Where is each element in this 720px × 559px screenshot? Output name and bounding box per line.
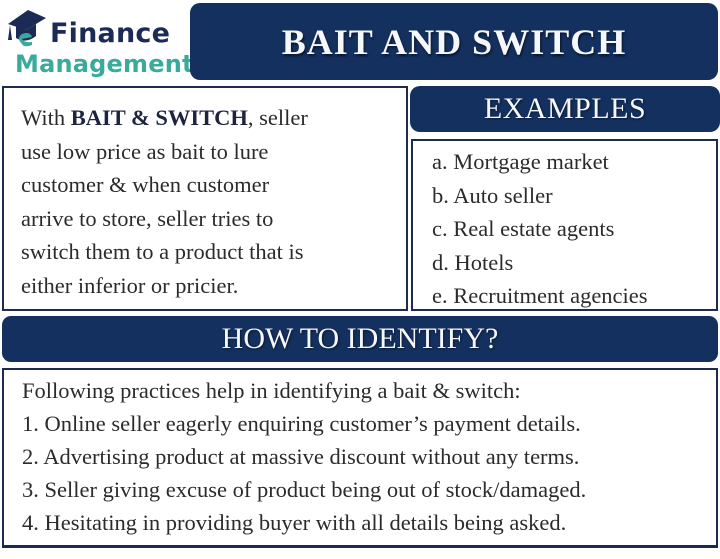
definition-line: customer & when customer — [21, 172, 270, 197]
how-to-identify-list: Following practices help in identifying … — [2, 368, 718, 548]
intro-text: Following practices help in identifying … — [22, 378, 521, 403]
list-item: 3. Seller giving excuse of product being… — [22, 477, 587, 502]
title-banner: BAIT AND SWITCH — [190, 3, 718, 80]
logo-management-text: Management — [15, 50, 194, 78]
list-item: e. Recruitment agencies — [432, 283, 648, 308]
examples-header-text: EXAMPLES — [483, 92, 647, 125]
list-item: d. Hotels — [432, 249, 514, 275]
definition-line: use low price as bait to lure — [21, 138, 269, 164]
list-item: b. Auto seller — [432, 182, 553, 208]
definition-prefix: With — [21, 105, 71, 130]
page-title: BAIT AND SWITCH — [281, 21, 627, 62]
definition-box: With BAIT & SWITCH, seller use low price… — [2, 86, 408, 311]
examples-list: a. Mortgage market b. Auto seller c. Rea… — [411, 139, 718, 311]
definition-line: With BAIT & SWITCH, seller — [21, 101, 390, 135]
list-item: 2. Advertising product at massive discou… — [22, 444, 580, 469]
definition-line: switch them to a product that is — [21, 239, 304, 264]
how-to-identify-header: HOW TO IDENTIFY? — [2, 316, 718, 362]
definition-term: BAIT & SWITCH — [70, 105, 248, 130]
list-item: 4. Hesitating in providing buyer with al… — [22, 510, 567, 535]
examples-header: EXAMPLES — [410, 86, 720, 132]
definition-line: arrive to store, seller tries to — [21, 205, 274, 231]
definition-line: either inferior or pricier. — [21, 272, 239, 298]
brand-logo: Finance Management — [0, 0, 193, 82]
how-to-identify-header-text: HOW TO IDENTIFY? — [221, 322, 499, 355]
list-item: a. Mortgage market — [432, 149, 609, 174]
list-item: c. Real estate agents — [432, 216, 615, 241]
list-item: 1. Online seller eagerly enquiring custo… — [22, 411, 581, 436]
definition-text: , seller — [247, 105, 308, 130]
logo-finance-text: Finance — [50, 18, 171, 49]
graduation-cap-e-icon — [8, 10, 46, 47]
